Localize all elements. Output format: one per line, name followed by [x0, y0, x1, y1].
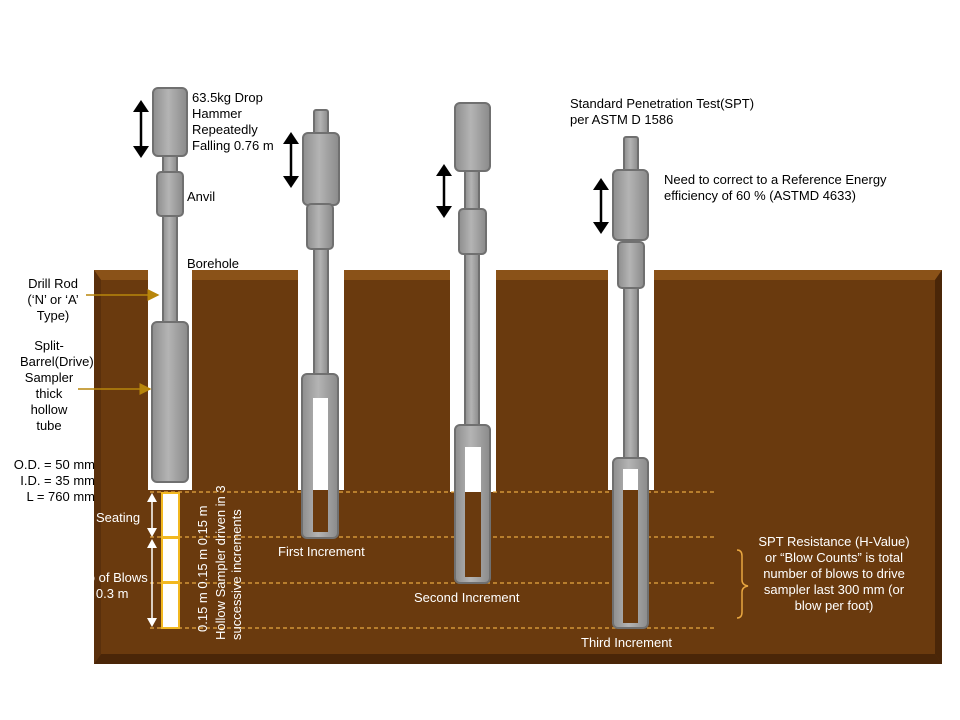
hammer-1 — [152, 87, 188, 157]
correction-note: Need to correct to a Reference Energy ef… — [664, 172, 887, 203]
anvil-label: Anvil — [187, 189, 216, 204]
soil-plugs — [313, 490, 638, 623]
id-label: I.D. = 35 mm — [20, 473, 95, 488]
n-label: N = No of Blows per 0.3 m — [54, 570, 148, 601]
anvil-1 — [156, 171, 184, 217]
drop-arrow-4 — [593, 178, 609, 234]
resistance-bracket — [736, 549, 749, 619]
first-increment-label: First Increment — [278, 544, 365, 559]
sampler-1 — [151, 321, 189, 483]
second-increment-label: Second Increment — [414, 590, 520, 605]
od-label: O.D. = 50 mm — [13, 457, 95, 472]
drop-arrow-1 — [133, 100, 149, 158]
anvil-3 — [458, 208, 487, 255]
drill-rod-label: Drill Rod (‘N’ or ‘A’ Type) — [27, 276, 79, 323]
n-arrow — [147, 539, 157, 627]
drop-arrow-2 — [283, 132, 299, 188]
rig-1 — [151, 87, 189, 483]
soil-plug-2 — [313, 490, 328, 532]
increment-box-3 — [161, 582, 180, 629]
third-increment-label: Third Increment — [581, 635, 673, 650]
length-label: L = 760 mm — [26, 489, 95, 504]
rod-4 — [623, 284, 639, 466]
drop-arrow-3 — [436, 164, 452, 218]
resistance-note: SPT Resistance (H-Value) or “Blow Counts… — [758, 534, 910, 613]
rod-2 — [313, 244, 329, 381]
leader-arrows — [78, 289, 160, 395]
borehole-label: Borehole — [187, 256, 240, 271]
hammer-2 — [302, 132, 340, 206]
anvil-4 — [617, 241, 645, 289]
hammer-label: 63.5kg Drop Hammer Repeatedly Falling 0.… — [192, 90, 274, 153]
drop-arrows — [133, 100, 609, 234]
hammer-4 — [612, 169, 649, 241]
increment-box-1 — [161, 492, 180, 538]
increment-box-2 — [161, 537, 180, 583]
title-label: Standard Penetration Test(SPT) per ASTM … — [570, 96, 755, 127]
hammer-3 — [454, 102, 491, 172]
seating-arrow — [147, 493, 157, 537]
soil-plug-4 — [623, 490, 638, 623]
dimension-arrows — [147, 493, 157, 627]
increment-size-label: 0.15 m 0.15 m 0.15 m — [195, 505, 210, 632]
increment-sampler-left — [161, 492, 180, 629]
driven-label: Hollow Sampler driven in 3 successive in… — [213, 485, 244, 640]
soil-plug-3 — [465, 492, 481, 577]
anvil-2 — [306, 203, 334, 250]
sampler-label: Split-Barrel(Drive) Sampler thick hollow… — [20, 338, 94, 433]
rod-3 — [464, 167, 480, 431]
seating-label: Seating — [96, 510, 141, 525]
